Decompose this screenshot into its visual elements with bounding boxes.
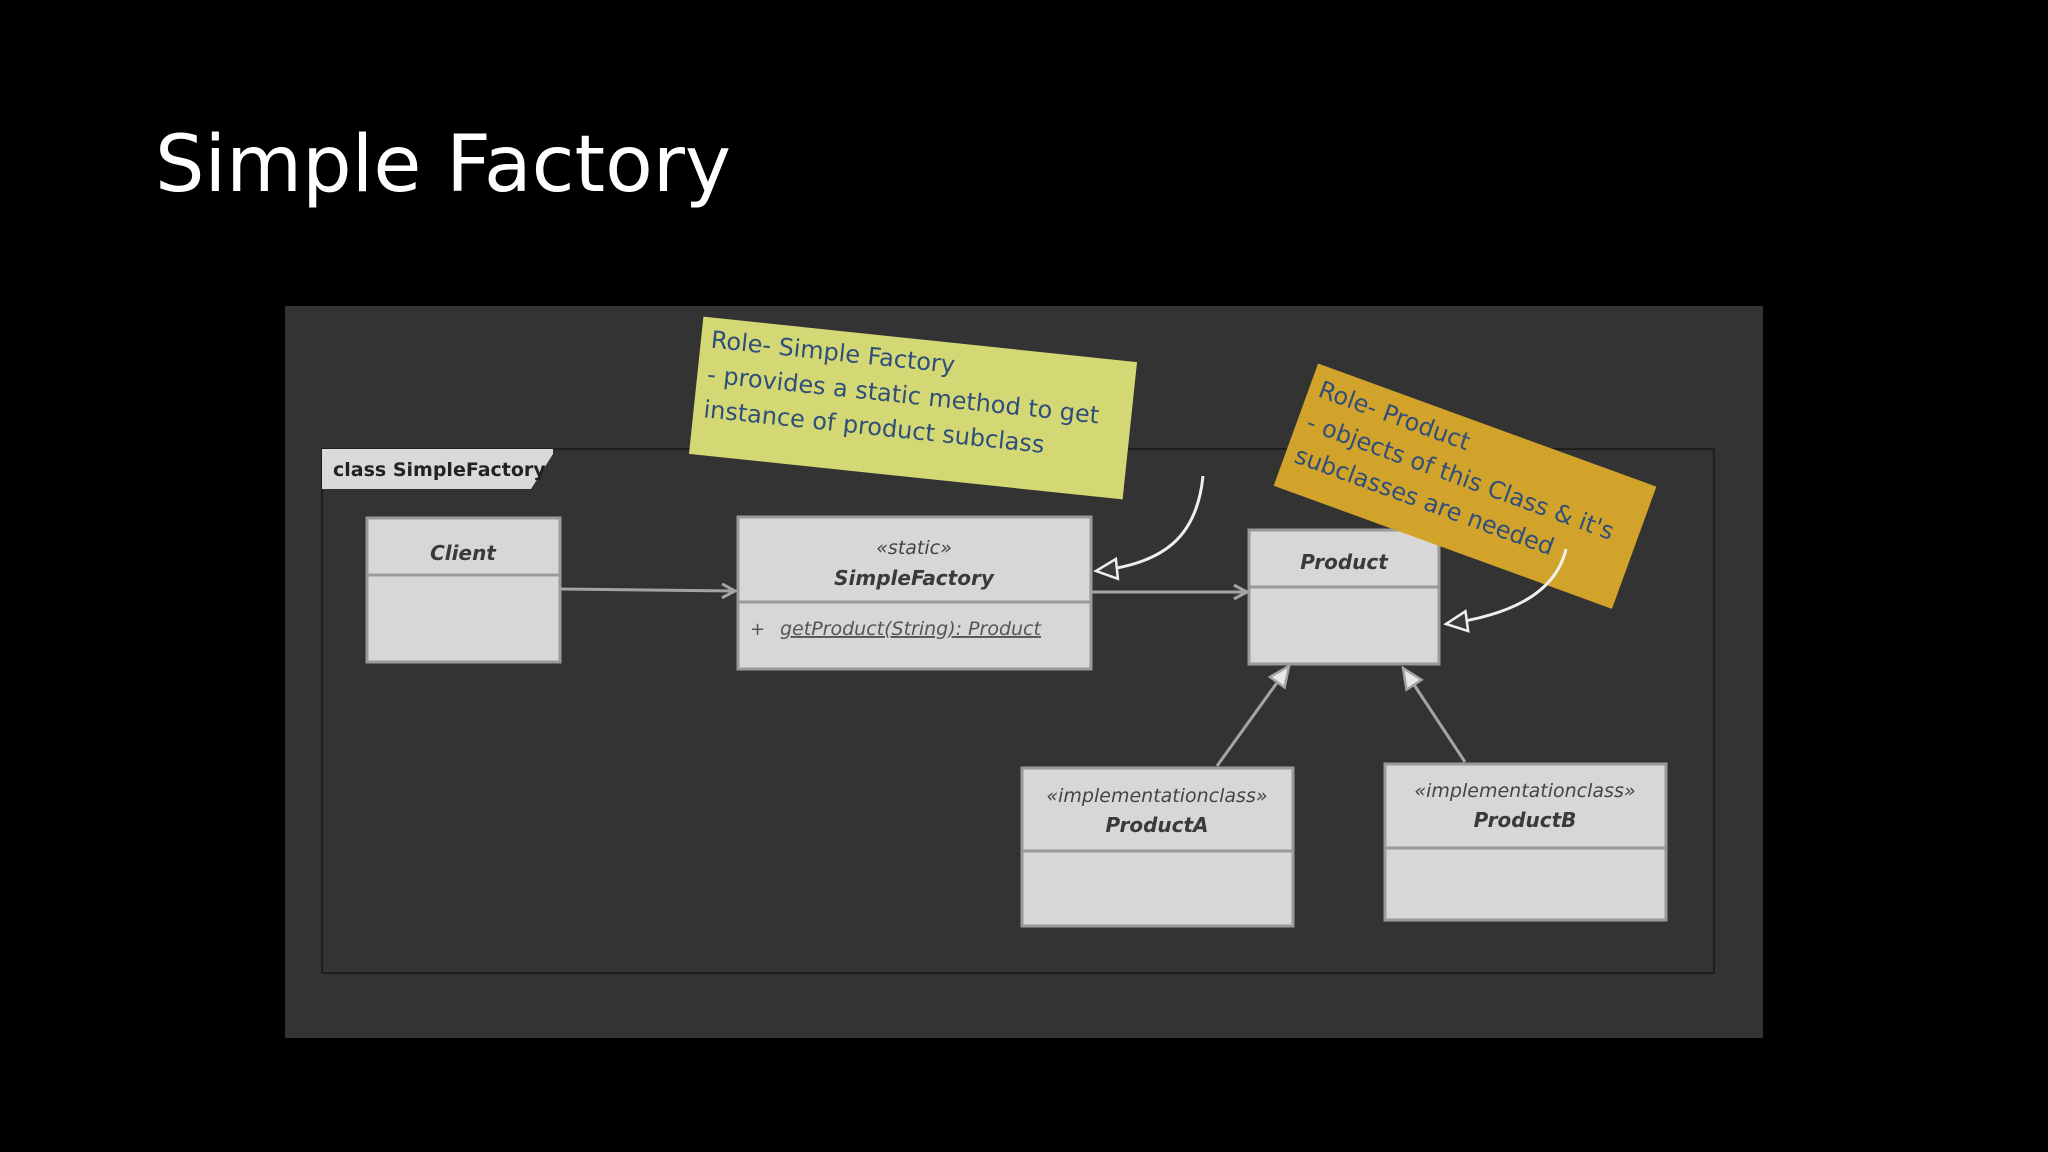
member-visibility: + bbox=[750, 619, 765, 640]
generalization-productb-product bbox=[1403, 668, 1467, 763]
class-client[interactable]: Client bbox=[365, 516, 562, 664]
method-get-product: getProduct(String): Product bbox=[780, 618, 1043, 640]
note-product-pointer-arrow bbox=[1443, 548, 1568, 633]
association-client-simplefactory bbox=[559, 589, 735, 591]
note-product-paper bbox=[1273, 363, 1657, 609]
note-simple-factory-role: Role- Simple Factory - provides a static… bbox=[688, 316, 1138, 500]
class-product-b-stereotype: «implementationclass» bbox=[1414, 780, 1635, 802]
class-client-name: Client bbox=[430, 541, 497, 565]
class-product-name: Product bbox=[1300, 550, 1389, 574]
package-frame-tab bbox=[322, 449, 553, 489]
class-simple-factory-stereotype: «static» bbox=[876, 537, 952, 559]
slide-title: Simple Factory bbox=[155, 120, 732, 210]
class-simple-factory-name: SimpleFactory bbox=[834, 566, 995, 590]
uml-class-diagram: class SimpleFactory Client «static» Simp… bbox=[321, 316, 1715, 974]
class-product[interactable]: Product bbox=[1247, 528, 1441, 666]
generalization-producta-product bbox=[1215, 666, 1289, 767]
class-product-b-name: ProductB bbox=[1474, 808, 1577, 832]
package-frame-label: class SimpleFactory bbox=[333, 459, 546, 481]
class-product-a-name: ProductA bbox=[1105, 813, 1208, 837]
class-simple-factory[interactable]: «static» SimpleFactory + getProduct(Stri… bbox=[736, 515, 1093, 671]
class-product-b[interactable]: «implementationclass» ProductB bbox=[1383, 762, 1668, 922]
note-factory-pointer-arrow bbox=[1093, 475, 1205, 581]
class-product-a-stereotype: «implementationclass» bbox=[1046, 785, 1267, 807]
note-simple-factory-paper bbox=[688, 316, 1138, 500]
uml-diagram-panel: class SimpleFactory Client «static» Simp… bbox=[285, 306, 1763, 1038]
class-product-a[interactable]: «implementationclass» ProductA bbox=[1020, 766, 1295, 928]
